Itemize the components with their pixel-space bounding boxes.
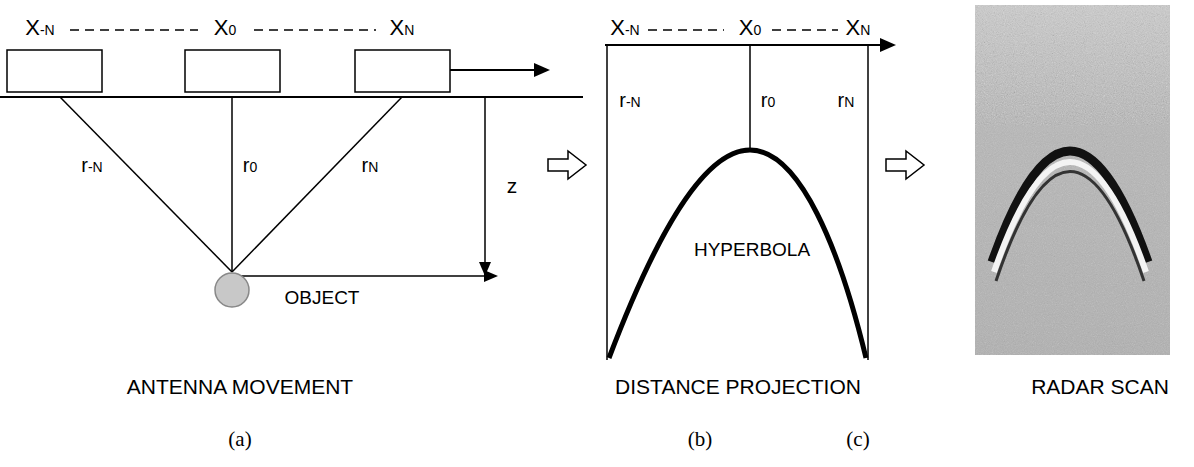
range-label: r-N xyxy=(81,154,102,176)
antenna-position: X0 xyxy=(214,16,236,40)
range-label: rN xyxy=(838,89,855,111)
range-label: r0 xyxy=(243,154,257,176)
antenna-position: XN xyxy=(390,16,415,40)
panel-title: ANTENNA MOVEMENT xyxy=(127,375,353,398)
range-label: r0 xyxy=(761,89,775,111)
panel-title: RADAR SCAN xyxy=(1031,375,1169,398)
depth-label: z xyxy=(507,174,518,197)
range-label: rN xyxy=(362,154,379,176)
panel-letter: (b) xyxy=(688,428,713,451)
panel-letter: (c) xyxy=(846,428,869,451)
radar-scan-image xyxy=(975,5,1170,355)
antenna-panel xyxy=(0,30,583,307)
axis-position: XN xyxy=(846,16,871,40)
object-label: OBJECT xyxy=(285,288,360,309)
range-label: r-N xyxy=(619,89,640,111)
antenna-position: X-N xyxy=(25,16,54,40)
flow-arrow xyxy=(548,151,586,179)
panel-title: DISTANCE PROJECTION xyxy=(615,375,861,398)
projection-panel xyxy=(605,30,896,360)
axis-position: X-N xyxy=(610,16,639,40)
panel-letter: (a) xyxy=(228,428,251,451)
curve-label: HYPERBOLA xyxy=(694,240,810,261)
axis-position: X0 xyxy=(739,16,761,40)
flow-arrow xyxy=(886,151,924,179)
